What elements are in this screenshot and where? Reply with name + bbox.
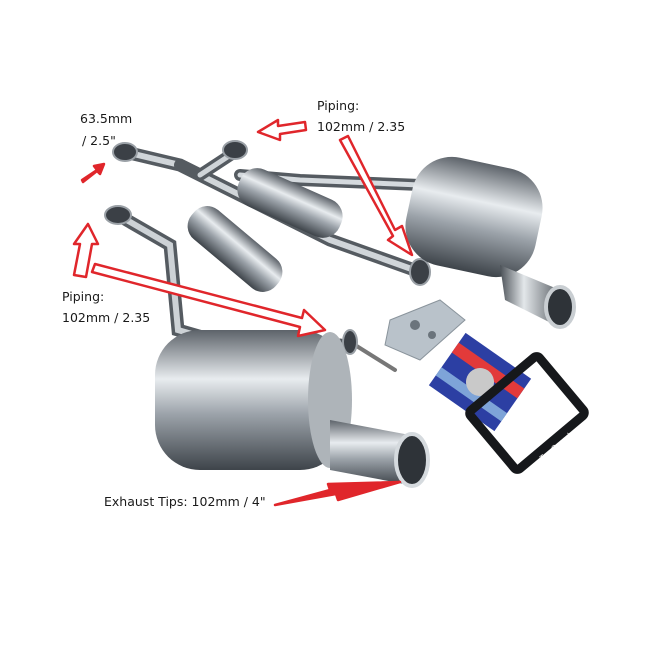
arrow-exhaust-tip bbox=[273, 480, 402, 507]
red-arrows bbox=[72, 118, 414, 507]
arrow-up-left-inlet bbox=[72, 222, 100, 279]
arrow-top-piping bbox=[256, 118, 308, 142]
exhaust-tips-label: Exhaust Tips: 102mm / 4" bbox=[104, 494, 266, 509]
piping-top-value: 102mm / 2.35 bbox=[317, 119, 406, 134]
arrow-inlet-left bbox=[80, 162, 106, 184]
left-muffler bbox=[155, 330, 430, 488]
flanges bbox=[104, 140, 431, 355]
arrow-to-right-flange bbox=[338, 134, 414, 257]
resonators bbox=[187, 168, 343, 292]
piping-left-value: 102mm / 2.35 bbox=[62, 310, 151, 325]
arrow-to-left-flange bbox=[90, 262, 327, 338]
piping-top-label: Piping: bbox=[317, 98, 360, 113]
hardware-bag bbox=[384, 299, 466, 361]
inlet-size-line1: 63.5mm bbox=[80, 111, 133, 126]
inlet-size-line2: / 2.5" bbox=[82, 133, 116, 148]
sticker bbox=[428, 332, 532, 432]
piping-left-label: Piping: bbox=[62, 289, 105, 304]
right-muffler bbox=[405, 156, 576, 329]
